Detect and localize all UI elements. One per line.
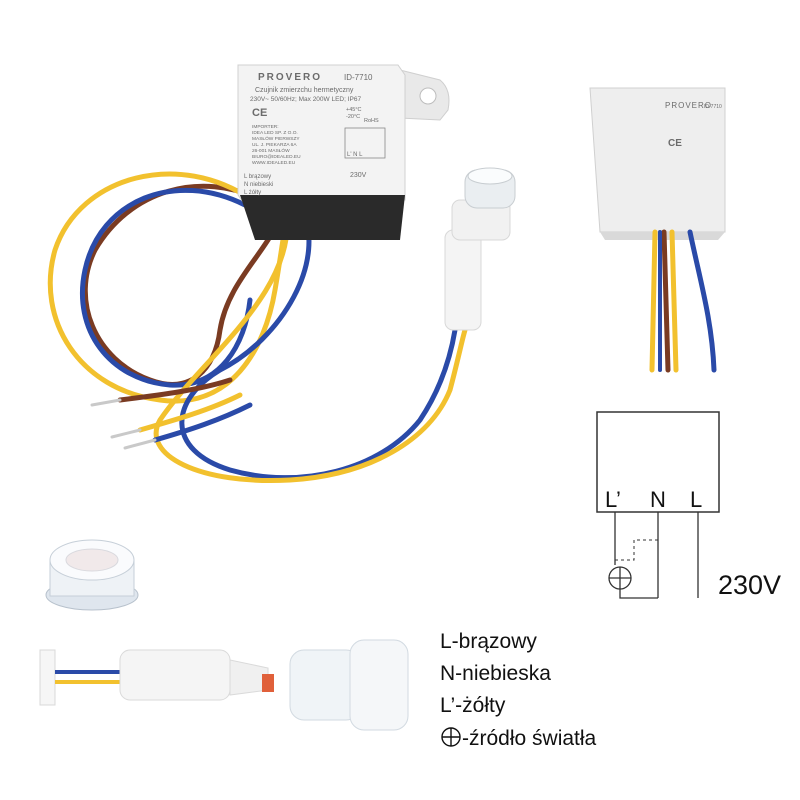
wire-yellow-outer [47, 171, 293, 404]
importer-label: IMPORTER: [252, 124, 279, 130]
wire-end-blue [152, 402, 253, 443]
wire-blue-loop [79, 187, 253, 388]
importer-street: UL. J. PIEKARZA 6A [252, 142, 297, 148]
light-source-icon [441, 727, 461, 747]
housing-label: PROVERO ID-7710 Czujnik zmierzchu hermet… [244, 72, 386, 196]
dashed-link [615, 539, 658, 561]
mini-voltage: 230V [350, 172, 367, 179]
wire-l-text: L żółty [244, 190, 261, 196]
terminal-l: L [690, 487, 702, 512]
side-device-photo: PROVERO ID-7710 CE [589, 87, 726, 373]
wire-n-text: N niebieski [244, 182, 273, 188]
mini-pin-labels: L' N L [347, 152, 363, 158]
importer-email: BIURO@IDEALED.EU [252, 154, 301, 160]
disassembled-parts-photo [39, 639, 409, 731]
side-model: ID-7710 [704, 104, 722, 110]
wire-yellow-sensor [153, 205, 468, 484]
desc-line2: 230V~ 50/60Hz; Max 200W LED; IP67 [250, 96, 361, 103]
photo-sensor-unit [444, 167, 516, 331]
terminal-n: N [650, 487, 666, 512]
ce-mark: CE [252, 107, 267, 119]
sensor-housing [237, 64, 450, 240]
svg-text:CE: CE [668, 138, 682, 149]
legend-light-source: -źródło światła [440, 726, 596, 751]
importer-name: IDEA LED SP. Z O.O. [252, 130, 298, 136]
legend-brown: L-brązowy [440, 630, 537, 653]
wire-end-brown [117, 377, 233, 403]
legend-yellow: L’-żółty [440, 694, 506, 717]
legend-light-source-text: -źródło światła [462, 727, 597, 750]
wire-bundle [47, 171, 468, 484]
rohs-text: RoHS [364, 118, 379, 124]
brand-text: PROVERO [258, 72, 322, 83]
side-brand: PROVERO [665, 101, 712, 110]
importer-city: MASŁÓW PIERWSZY [252, 135, 300, 142]
mounting-hole [419, 87, 437, 105]
wire-blue-sensor [179, 202, 458, 481]
temp-max: +45°C [346, 107, 362, 113]
lens-photo [45, 539, 139, 611]
legend-blue: N-niebieska [440, 662, 551, 685]
temp-min: -20°C [346, 114, 360, 120]
importer-web: WWW.IDEALED.EU [252, 160, 296, 166]
wire-end-yellow [137, 392, 243, 433]
terminal-l-prime: L’ [605, 487, 621, 512]
diagram-box [596, 411, 720, 513]
diagram-voltage: 230V [718, 570, 782, 600]
importer-zip: 26-001 MASŁÓW [252, 147, 290, 154]
wire-l-prime-text: L brązowy [244, 174, 271, 180]
mini-schematic-box [344, 127, 386, 159]
desc-line1: Czujnik zmierzchu hermetyczny [255, 87, 354, 94]
model-text: ID-7710 [344, 73, 373, 82]
